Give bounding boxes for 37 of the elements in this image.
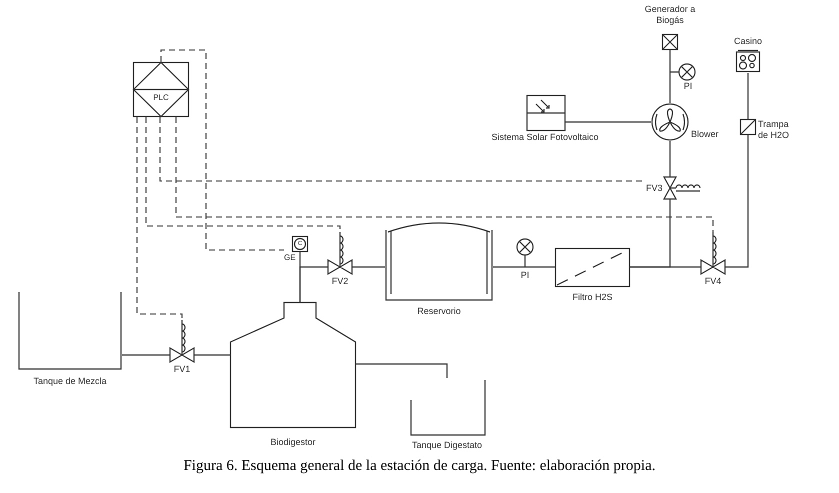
pipe-line [725,143,749,268]
symbol-label: FV1 [172,364,192,375]
symbol-label: FV4 [704,276,722,287]
signal-line [136,117,183,320]
pipe-line [356,363,448,378]
pipe-line [538,266,555,268]
signal-line [160,49,284,251]
symbol-label: Filtro H2S [571,292,614,303]
symbol-label: Trampa de H2O [758,119,790,141]
symbol-label: Tanque Digestato [410,440,484,451]
symbol-label: Blower [691,129,720,140]
symbol-label: Sistema Solar Fotovoltaico [490,132,600,143]
symbol-label: Reservorio [416,306,462,317]
pipe-line [669,92,671,103]
symbol-label: GE [284,252,297,263]
pipe-line [194,354,230,356]
pipe-line [605,121,651,123]
pipe-line [669,141,671,177]
pipe-line [352,266,385,268]
symbol-label: PI [682,81,694,92]
pipe-line [493,266,512,268]
symbol-label: Tanque de Mezcla [32,376,108,387]
symbol-label: FV3 [646,183,664,194]
symbol-label: Casino [732,36,763,47]
symbol-label: PLC [152,92,170,103]
symbol-label: Biodigestor [269,437,317,448]
pipe-line [299,266,328,302]
pipe-line [747,73,749,119]
symbol-label: Generador a Biogás [644,4,696,26]
figure-caption: Figura 6. Esquema general de la estación de carga. Fuente: elaboración propia. [182,458,657,475]
pipe-line [630,199,671,268]
signal-line [145,117,341,232]
pipe-line [669,50,671,62]
signal-line [175,117,714,232]
symbol-label: FV2 [330,276,350,287]
pipe-line [122,354,170,356]
symbol-label: PI [520,270,530,281]
